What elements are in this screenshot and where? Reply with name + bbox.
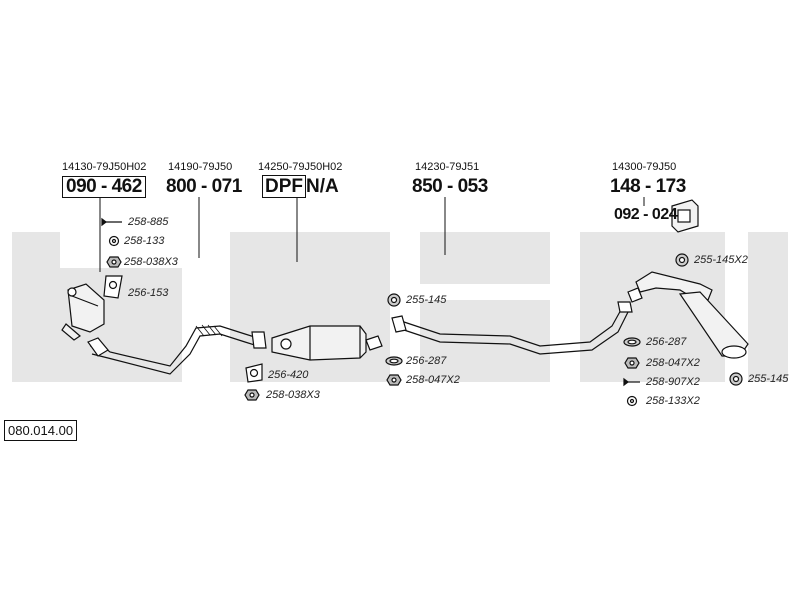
rear-muffler-part [627,271,749,359]
acc-label-256-287-mid[interactable]: 256-287 [406,355,447,367]
clamp-icon [729,372,743,386]
acc-label-258-038x3-top[interactable]: 258-038X3 [124,256,178,268]
acc-label-255-145-right[interactable]: 255-145 [748,373,789,385]
middle-pipe-part [391,301,633,355]
part-number-2[interactable]: 800 - 071 [166,176,242,197]
rubber-mount-part [671,199,699,233]
part-number-1[interactable]: 090 - 462 [62,176,146,198]
nut-icon [244,389,260,401]
front-pipe-part [87,324,267,375]
part-number-mount[interactable]: 092 - 024 [614,206,678,223]
diagram-id-label: 080.014.00 [4,420,78,441]
bolt-icon [623,377,640,387]
oem-number-3: 14250-79J50H02 [258,161,343,173]
bolt-icon [101,217,122,227]
washer-icon [108,235,120,247]
catalytic-converter-part [61,283,105,341]
oem-number-5: 14300-79J50 [612,161,677,173]
part-number-4[interactable]: 850 - 053 [412,176,488,197]
acc-label-258-907x2[interactable]: 258-907X2 [646,376,700,388]
acc-label-256-153[interactable]: 256-153 [128,287,169,299]
oem-number-4: 14230-79J51 [415,161,480,173]
acc-label-258-885[interactable]: 258-885 [128,216,169,228]
dpf-part-value: N/A [306,176,339,197]
acc-label-255-145x2[interactable]: 255-145X2 [694,254,748,266]
leader-lines [99,197,645,272]
ring-gasket-icon [385,356,403,366]
acc-label-258-133[interactable]: 258-133 [124,235,165,247]
acc-label-258-047x2-mid[interactable]: 258-047X2 [406,374,460,386]
acc-label-258-038x3-bottom[interactable]: 258-038X3 [266,389,320,401]
ring-gasket-icon [623,337,641,347]
gasket-icon [103,275,123,299]
acc-label-255-145-mid[interactable]: 255-145 [406,294,447,306]
washer-icon [626,395,638,407]
nut-icon [386,374,402,386]
dpf-label: DPF [262,175,306,198]
oem-number-1: 14130-79J50H02 [62,161,147,173]
acc-label-256-420[interactable]: 256-420 [268,369,309,381]
part-number-5[interactable]: 148 - 173 [610,176,686,197]
acc-label-258-133x2[interactable]: 258-133X2 [646,395,700,407]
clamp-icon [387,293,401,307]
dpf-part [271,325,383,361]
oem-number-2: 14190-79J50 [168,161,233,173]
nut-icon [624,357,640,369]
nut-icon [106,256,122,268]
clamp-icon [675,253,689,267]
acc-label-256-287-right[interactable]: 256-287 [646,336,687,348]
gasket-icon [245,363,263,383]
accessory-icons [101,217,743,407]
acc-label-258-047x2-right[interactable]: 258-047X2 [646,357,700,369]
